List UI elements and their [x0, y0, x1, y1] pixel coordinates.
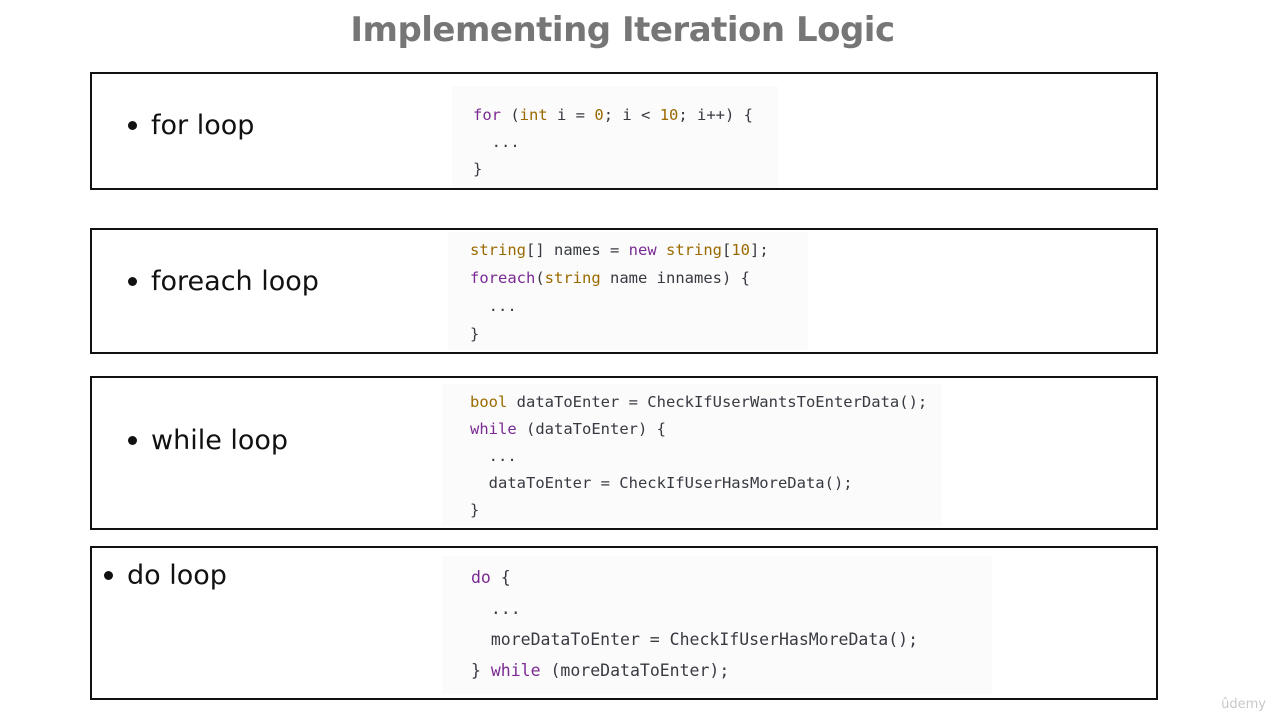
code-line: string[] names = new string[10];: [470, 241, 769, 259]
code-line: ...: [473, 133, 520, 151]
udemy-watermark: ûdemy: [1221, 697, 1266, 712]
foreach-loop-panel: foreach loop string[] names = new string…: [90, 228, 1158, 354]
code-line: }: [470, 325, 480, 343]
code-line: bool dataToEnter = CheckIfUserWantsToEnt…: [470, 393, 928, 411]
for-loop-bullet: for loop: [128, 110, 254, 141]
for-loop-code: for (int i = 0; i < 10; i++) { ...}: [452, 86, 778, 188]
code-line: ...: [471, 599, 521, 618]
foreach-loop-label: foreach loop: [151, 266, 319, 297]
for-loop-panel: for loop for (int i = 0; i < 10; i++) { …: [90, 72, 1158, 190]
code-line: for (int i = 0; i < 10; i++) {: [473, 106, 754, 124]
slide-title: Implementing Iteration Logic: [350, 10, 895, 50]
while-loop-code: bool dataToEnter = CheckIfUserWantsToEnt…: [442, 384, 942, 526]
code-line: dataToEnter = CheckIfUserHasMoreData();: [470, 474, 853, 492]
code-line: }: [473, 160, 483, 178]
bullet-dot-icon: [128, 436, 137, 445]
while-loop-bullet: while loop: [128, 425, 288, 456]
while-loop-label: while loop: [151, 425, 289, 456]
bullet-dot-icon: [104, 571, 113, 580]
foreach-loop-bullet: foreach loop: [128, 266, 319, 297]
code-line: while (dataToEnter) {: [470, 420, 666, 438]
code-line: ...: [470, 447, 517, 465]
bullet-dot-icon: [128, 121, 137, 130]
code-line: }: [470, 501, 480, 519]
bullet-dot-icon: [128, 277, 137, 286]
while-loop-panel: while loop bool dataToEnter = CheckIfUse…: [90, 376, 1158, 530]
do-loop-bullet: do loop: [104, 560, 227, 591]
do-loop-label: do loop: [127, 560, 227, 591]
for-loop-label: for loop: [151, 110, 255, 141]
code-line: ...: [470, 297, 517, 315]
do-loop-panel: do loop do { ... moreDataToEnter = Check…: [90, 546, 1158, 700]
code-line: } while (moreDataToEnter);: [471, 661, 730, 680]
code-line: moreDataToEnter = CheckIfUserHasMoreData…: [471, 630, 919, 649]
do-loop-code: do { ... moreDataToEnter = CheckIfUserHa…: [442, 556, 992, 694]
code-line: do {: [471, 568, 511, 587]
foreach-loop-code: string[] names = new string[10]; foreach(…: [448, 232, 808, 350]
code-line: foreach(string name innames) {: [470, 269, 750, 287]
